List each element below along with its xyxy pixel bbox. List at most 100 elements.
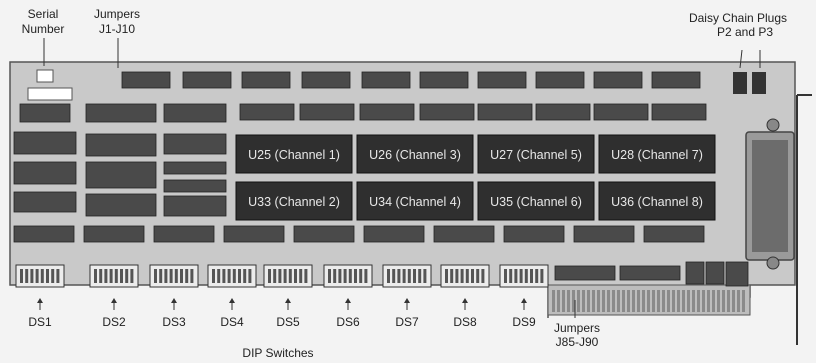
ic-chip bbox=[14, 226, 74, 242]
channel-chip-label: U36 (Channel 8) bbox=[611, 195, 703, 209]
ic-chip bbox=[620, 266, 680, 280]
channel-chip-label: U34 (Channel 4) bbox=[369, 195, 461, 209]
dip-label: DS4 bbox=[220, 315, 244, 329]
dip-leaders: DS1 DS2 DS3 DS4 DS5 DS6 DS7 DS8 DS9 bbox=[28, 298, 536, 329]
ic-chip bbox=[362, 72, 410, 88]
serial-label-line1: Serial bbox=[28, 7, 59, 21]
daisy-label-line2: P2 and P3 bbox=[717, 25, 773, 39]
connector-screw-bottom bbox=[767, 257, 779, 269]
ic-chip bbox=[706, 262, 724, 284]
ic-chip bbox=[240, 104, 294, 120]
ic-chip bbox=[164, 134, 226, 154]
ic-chip bbox=[302, 72, 350, 88]
dip-label: DS5 bbox=[276, 315, 300, 329]
jumpers-top-label-line2: J1-J10 bbox=[99, 22, 135, 36]
ic-chip bbox=[420, 72, 468, 88]
dip-label: DS6 bbox=[336, 315, 360, 329]
ic-chip bbox=[478, 72, 526, 88]
ic-chip bbox=[183, 72, 231, 88]
channel-chip-label: U33 (Channel 2) bbox=[248, 195, 340, 209]
channel-chip-label: U35 (Channel 6) bbox=[490, 195, 582, 209]
dip-arrowhead bbox=[229, 298, 235, 303]
dip-switches-label: DIP Switches bbox=[242, 346, 313, 360]
dip-label: DS8 bbox=[453, 315, 477, 329]
channel-chip-label: U27 (Channel 5) bbox=[490, 148, 582, 162]
dip-switch bbox=[324, 265, 372, 287]
dip-label: DS3 bbox=[162, 315, 186, 329]
dip-arrowhead bbox=[521, 298, 527, 303]
dip-arrowhead bbox=[285, 298, 291, 303]
plug-p2 bbox=[733, 72, 747, 94]
ic-chip bbox=[294, 226, 354, 242]
serial-square bbox=[37, 70, 53, 82]
ic-chip bbox=[478, 104, 532, 120]
ic-chip bbox=[14, 162, 76, 184]
dip-switch bbox=[500, 265, 548, 287]
dip-switch bbox=[150, 265, 198, 287]
dip-switch bbox=[441, 265, 489, 287]
dip-arrowhead bbox=[345, 298, 351, 303]
dip-switch bbox=[90, 265, 138, 287]
ic-chip bbox=[652, 72, 700, 88]
dip-label: DS2 bbox=[102, 315, 126, 329]
jumpers-top-label-line1: Jumpers bbox=[94, 7, 140, 21]
serial-sticker bbox=[28, 88, 72, 100]
ic-chip bbox=[536, 72, 584, 88]
ic-chip bbox=[242, 72, 290, 88]
ic-chip bbox=[86, 134, 156, 156]
dip-arrowhead bbox=[171, 298, 177, 303]
daisy-label-line1: Daisy Chain Plugs bbox=[689, 11, 787, 25]
ic-chip bbox=[154, 226, 214, 242]
dip-arrowhead bbox=[37, 298, 43, 303]
ic-chip bbox=[300, 104, 354, 120]
db-connector-body bbox=[752, 140, 788, 252]
ic-chip bbox=[644, 226, 704, 242]
dip-label: DS9 bbox=[512, 315, 536, 329]
ic-chip bbox=[86, 104, 156, 122]
dip-arrowhead bbox=[111, 298, 117, 303]
ic-chip bbox=[20, 104, 70, 122]
ic-chip bbox=[536, 104, 590, 120]
ic-chip bbox=[14, 132, 76, 154]
ic-chip bbox=[364, 226, 424, 242]
ic-chip bbox=[164, 180, 226, 192]
dip-label: DS7 bbox=[395, 315, 419, 329]
dip-switch bbox=[208, 265, 256, 287]
dip-label: DS1 bbox=[28, 315, 52, 329]
ic-chip bbox=[164, 104, 226, 122]
ic-chip bbox=[652, 104, 706, 120]
ic-chip bbox=[122, 72, 170, 88]
ic-chip bbox=[594, 72, 642, 88]
ic-chip bbox=[434, 226, 494, 242]
ic-chip bbox=[14, 192, 76, 212]
dip-switch-array bbox=[16, 265, 548, 287]
ic-chip bbox=[84, 226, 144, 242]
ic-chip bbox=[164, 196, 226, 216]
ic-chip bbox=[504, 226, 564, 242]
ic-chip bbox=[574, 226, 634, 242]
channel-chip-label: U28 (Channel 7) bbox=[611, 148, 703, 162]
ic-chip bbox=[360, 104, 414, 120]
ic-chip bbox=[726, 262, 748, 286]
ic-chip bbox=[224, 226, 284, 242]
plug-p3 bbox=[752, 72, 766, 94]
jumpers-bottom-label-line1: Jumpers bbox=[554, 321, 600, 335]
serial-label-line2: Number bbox=[22, 22, 65, 36]
connector-screw-top bbox=[767, 119, 779, 131]
ic-chip bbox=[594, 104, 648, 120]
ic-chip bbox=[86, 194, 156, 216]
jumpers-bottom-label-line2: J85-J90 bbox=[556, 335, 599, 349]
dip-arrowhead bbox=[404, 298, 410, 303]
dip-arrowhead bbox=[462, 298, 468, 303]
ic-chip bbox=[164, 162, 226, 174]
ic-chip bbox=[555, 266, 615, 280]
ic-chip bbox=[420, 104, 474, 120]
dip-switch bbox=[383, 265, 431, 287]
dip-switch bbox=[264, 265, 312, 287]
dip-switch bbox=[16, 265, 64, 287]
ic-chip bbox=[686, 262, 704, 284]
channel-chip-label: U26 (Channel 3) bbox=[369, 148, 461, 162]
ic-chip bbox=[86, 162, 156, 188]
